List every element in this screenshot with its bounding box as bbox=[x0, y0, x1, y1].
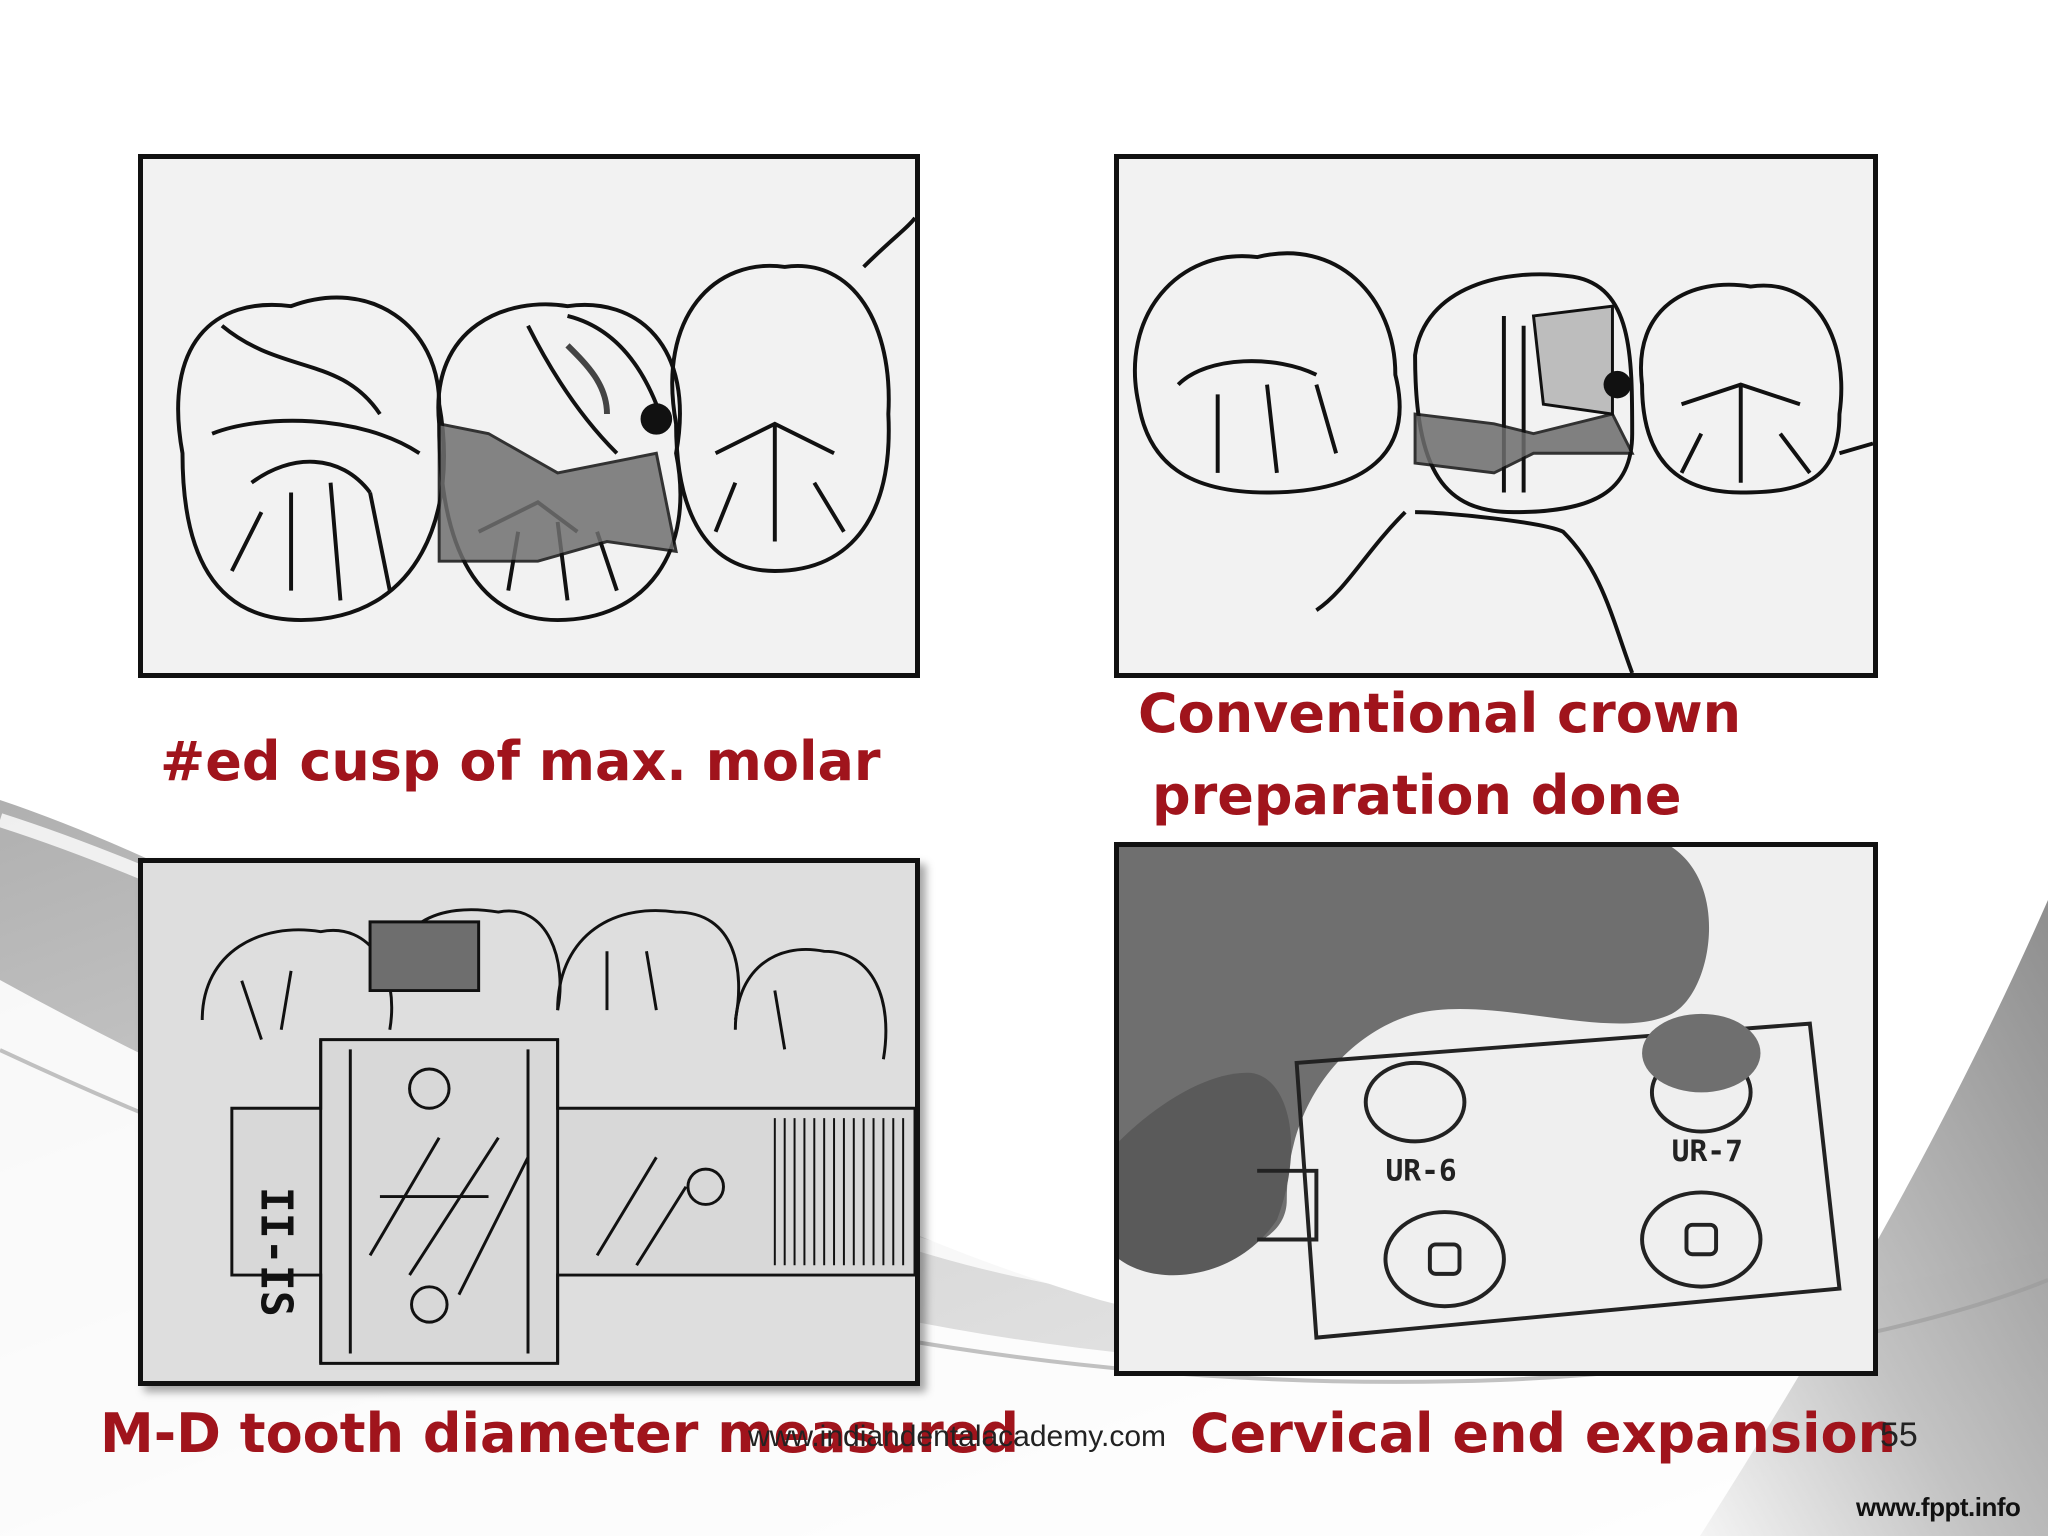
watermark-url: www.indiandentalacademy.com bbox=[748, 1420, 1166, 1453]
page-number: 55 bbox=[1880, 1416, 1918, 1454]
svg-text:UR-7: UR-7 bbox=[1672, 1134, 1743, 1168]
cervical-expansion-illustration: UR-6 UR-7 bbox=[1114, 842, 1878, 1376]
caption-md-diameter: M-D tooth diameter measured bbox=[100, 1402, 1020, 1465]
footer-brand: www.fppt.info bbox=[1856, 1492, 2021, 1522]
caption-fractured-cusp: #ed cusp of max. molar bbox=[160, 730, 881, 793]
svg-text:II-IS: II-IS bbox=[250, 1187, 300, 1317]
caption-cervical-expansion: Cervical end expansion bbox=[1190, 1402, 1897, 1465]
crown-preparation-illustration bbox=[1114, 154, 1878, 678]
caption-crown-preparation-line2: preparation done bbox=[1152, 764, 1682, 827]
svg-text:UR-6: UR-6 bbox=[1385, 1154, 1456, 1188]
caption-crown-preparation-line1: Conventional crown bbox=[1138, 682, 1742, 745]
fractured-cusp-molar-illustration bbox=[138, 154, 920, 678]
md-tooth-gauge-illustration: II-IS bbox=[138, 858, 920, 1386]
